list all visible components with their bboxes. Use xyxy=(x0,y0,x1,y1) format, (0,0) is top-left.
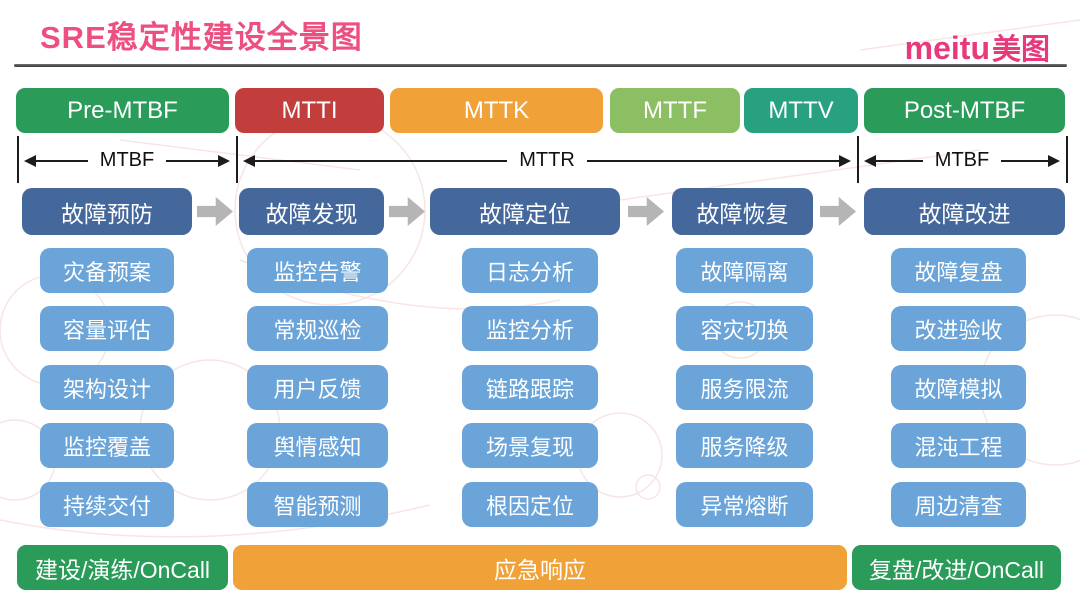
page-title: SRE稳定性建设全景图 xyxy=(40,20,363,55)
logo-latin-text: meitu xyxy=(904,30,990,66)
interval-label: MTTR xyxy=(519,149,575,171)
item-box: 故障复盘 xyxy=(891,248,1026,293)
item-box: 链路跟踪 xyxy=(462,365,598,410)
item-box: 舆情感知 xyxy=(247,423,388,468)
title-divider xyxy=(14,64,1067,67)
item-box: 根因定位 xyxy=(462,482,598,527)
footer-emergency-response: 应急响应 xyxy=(233,545,847,590)
item-box: 架构设计 xyxy=(40,365,174,410)
flow-arrow-icon xyxy=(820,196,856,227)
footer-build-oncall: 建设/演练/OnCall xyxy=(17,545,228,590)
arrow-line xyxy=(1001,159,1048,162)
interval-mtbf-left: MTBF xyxy=(24,149,230,171)
phase-pre-mtbf: Pre-MTBF xyxy=(16,88,229,133)
flow-arrow-icon xyxy=(389,196,425,227)
flow-arrow-icon xyxy=(628,196,664,227)
item-box: 故障隔离 xyxy=(676,248,813,293)
interval-tick xyxy=(1066,136,1068,183)
arrowhead-right-icon xyxy=(218,154,230,167)
meitu-logo: meitu 美图 xyxy=(905,26,1050,68)
phase-post-mtbf: Post-MTBF xyxy=(864,88,1065,133)
arrowhead-right-icon xyxy=(839,154,852,167)
interval-mttr: MTTR xyxy=(243,149,852,171)
arrowhead-left-icon xyxy=(864,154,876,167)
item-box: 持续交付 xyxy=(40,482,174,527)
item-box: 容灾切换 xyxy=(676,306,813,351)
flow-arrow-icon xyxy=(197,196,233,227)
arrow-line xyxy=(586,159,840,162)
arrow-line xyxy=(166,159,218,162)
item-box: 智能预测 xyxy=(247,482,388,527)
phase-mttf: MTTF xyxy=(610,88,740,133)
item-box: 改进验收 xyxy=(891,306,1026,351)
phase-mtti: MTTI xyxy=(235,88,384,133)
item-box: 故障模拟 xyxy=(891,365,1026,410)
interval-mtbf-right: MTBF xyxy=(864,149,1060,171)
item-box: 服务降级 xyxy=(676,423,813,468)
arrowhead-left-icon xyxy=(243,154,255,167)
stage-header-recovery: 故障恢复 xyxy=(672,188,813,235)
item-box: 容量评估 xyxy=(40,306,174,351)
item-box: 常规巡检 xyxy=(247,306,388,351)
arrowhead-right-icon xyxy=(1048,154,1060,167)
logo-cjk-text: 美图 xyxy=(991,34,1050,66)
item-box: 监控告警 xyxy=(247,248,388,293)
interval-tick xyxy=(17,136,19,183)
interval-tick xyxy=(236,136,238,183)
item-box: 用户反馈 xyxy=(247,365,388,410)
footer-review-oncall: 复盘/改进/OnCall xyxy=(852,545,1061,590)
stage-header-improvement: 故障改进 xyxy=(864,188,1065,235)
interval-tick xyxy=(857,136,859,183)
item-box: 监控分析 xyxy=(462,306,598,351)
interval-label: MTBF xyxy=(99,149,155,171)
item-box: 场景复现 xyxy=(462,423,598,468)
item-box: 监控覆盖 xyxy=(40,423,174,468)
interval-label: MTBF xyxy=(934,149,990,171)
stage-header-detection: 故障发现 xyxy=(239,188,384,235)
item-box: 周边清查 xyxy=(891,482,1026,527)
stage-header-locating: 故障定位 xyxy=(430,188,620,235)
item-box: 服务限流 xyxy=(676,365,813,410)
item-box: 灾备预案 xyxy=(40,248,174,293)
item-box: 混沌工程 xyxy=(891,423,1026,468)
arrow-line xyxy=(36,159,88,162)
arrowhead-left-icon xyxy=(24,154,36,167)
item-box: 异常熔断 xyxy=(676,482,813,527)
arrow-line xyxy=(876,159,923,162)
phase-mttv: MTTV xyxy=(744,88,858,133)
item-box: 日志分析 xyxy=(462,248,598,293)
arrow-line xyxy=(255,159,508,162)
stage-header-prevention: 故障预防 xyxy=(22,188,192,235)
phase-mttk: MTTK xyxy=(390,88,603,133)
